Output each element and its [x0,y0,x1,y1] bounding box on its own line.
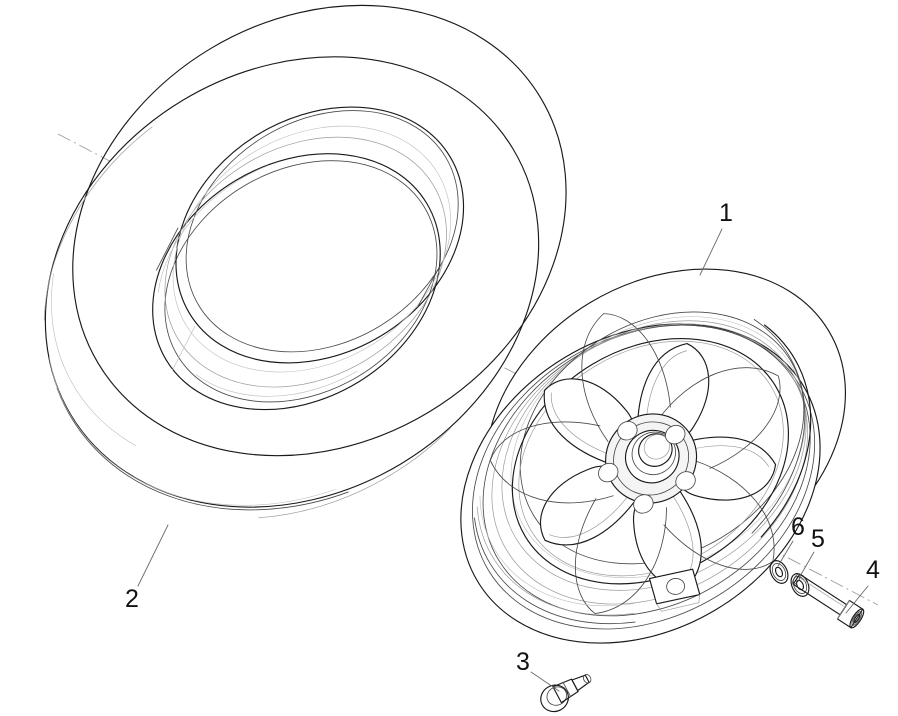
tire-inner-opening-far [175,106,465,364]
callout-label-1: 1 [719,199,733,227]
spoke-window [581,313,671,442]
spoke-edge [549,496,628,538]
washer-outer-hole [774,566,784,578]
rim-disc-boundary [511,338,789,585]
tire-tread-far-edge [72,4,567,457]
wheel-windows [489,313,781,614]
tire-cavity-guide-1 [157,165,269,293]
tire-assembly [43,4,567,519]
rim-left-barrel-arc-2 [476,506,635,616]
valve-boss-hole [666,577,686,595]
screw-head-face [849,608,865,629]
screw-shank-highlight [799,577,844,607]
screw-hex-socket [853,613,861,624]
tire-outer-double-line [56,387,349,511]
washer-outer-body [769,560,789,584]
rim-back-edge-arc-inner [751,319,806,534]
callout-4[interactable]: 4 [845,556,880,614]
socket-head-screw [792,573,865,629]
tire-bead-far [185,110,459,353]
callout-6[interactable]: 6 [777,513,805,567]
washer-outer-rim [771,563,787,581]
wheel-assembly [460,268,846,644]
rim-band-1 [472,324,816,630]
tire-sidewall-bridge-left [172,326,196,371]
hub-bolt-hole [675,471,696,491]
leader-line-1 [699,228,723,276]
valve-body [552,678,579,704]
spoke-window [489,421,614,504]
hub-bolt-hole [598,462,619,483]
tire-cavity-guide-2 [195,370,358,397]
valve-stem [540,674,592,713]
spoke-window [574,498,667,614]
callout-5[interactable]: 5 [798,525,825,579]
tire-outer-highlight [49,357,336,506]
washer-outer [769,560,789,584]
screw-head-chamfer [851,611,863,626]
leader-line-4 [845,585,869,614]
callout-2[interactable]: 2 [125,524,169,613]
leader-line-6 [777,540,794,567]
rim-left-barrel-arc-1 [474,517,636,625]
wheel-hub [598,413,698,514]
spoke-window [657,367,781,469]
tire-shoulder-arc-left [51,273,137,447]
valve-base-flange [540,684,569,713]
tire-tread-seam-bottom [258,428,451,519]
tire-cavity-line-b [172,125,451,373]
rim-back-edge-arc [760,324,812,538]
hub-bolt-hole [633,494,654,514]
valve-tip [571,674,590,692]
rim-valve-boss [648,568,701,612]
callout-3[interactable]: 3 [516,648,560,692]
leader-line-3 [530,671,560,692]
tire-sidewall-bridge-top [156,227,179,271]
leader-line-5 [798,551,815,579]
washer-inner-body [790,573,810,597]
valve-body-step [562,682,572,698]
hub-bolt-hole [665,424,686,445]
callout-layer: 1 2 3 4 5 [125,199,880,692]
callout-1[interactable]: 1 [699,199,733,276]
tire-tread-seam-top [43,126,153,321]
screw-shank [792,573,848,616]
valve-base-flange-inner [546,686,567,706]
leader-line-2 [137,524,169,587]
washer-inner-rim [792,576,808,594]
spoke-edge [550,392,612,456]
callout-label-6: 6 [791,513,805,541]
hub-bolt-hole [617,421,638,441]
callout-label-4: 4 [866,556,880,584]
rim-disc-boundary-inner [518,340,784,577]
rim-left-barrel-arc-3 [479,495,636,607]
screw-head-edge [837,600,850,620]
valve-tip-cap [583,674,592,684]
callout-label-5: 5 [811,525,825,553]
rim-band-4 [501,320,807,591]
tire-sidewall-bridge-bottom [417,264,441,308]
callout-label-3: 3 [516,648,530,676]
tire-inner-opening-near [152,153,441,411]
valve-boss-edge [656,594,701,612]
screw-shank-end [792,573,801,585]
callout-label-2: 2 [125,585,139,613]
